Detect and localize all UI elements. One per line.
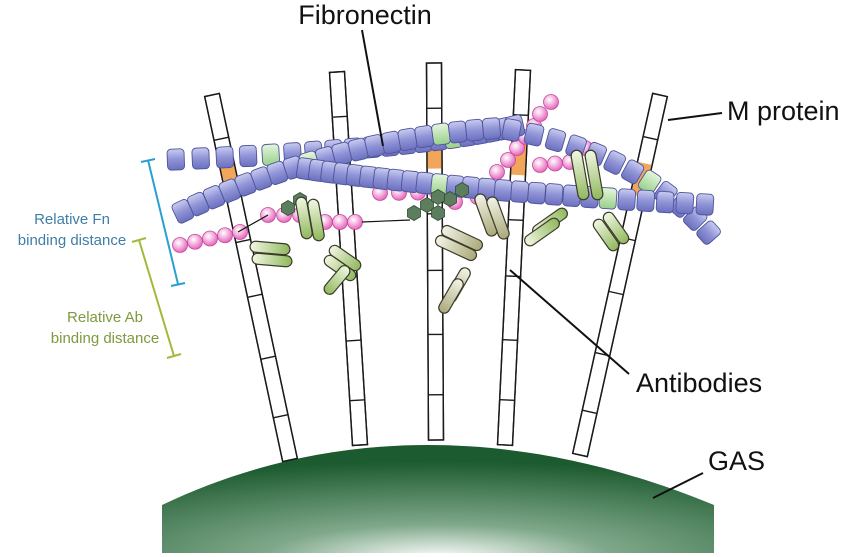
fibronectin-module (523, 122, 545, 147)
callout-lines (361, 29, 723, 499)
fibronectin-module (431, 122, 451, 146)
fibronectin-module (238, 144, 258, 168)
pink-bead (543, 94, 559, 110)
pink-bead (547, 155, 563, 172)
fibronectin-module (191, 147, 210, 170)
ab-distance-label-line1: Relative Ab (67, 309, 143, 326)
m-protein-callout-line (667, 112, 723, 121)
antibody-domain (602, 211, 630, 245)
fibronectin-module (448, 120, 468, 144)
antibody-domain (570, 149, 590, 201)
m-protein-segment (508, 218, 524, 222)
antibody-domain (438, 278, 464, 314)
fibronectin-module (695, 193, 715, 216)
m-protein-segment (349, 399, 365, 402)
fn-distance-label-line2: binding distance (18, 232, 126, 249)
pink-bead (347, 214, 363, 230)
gas-cell (162, 445, 714, 553)
m-protein-segment (582, 409, 598, 415)
gas-callout-line (652, 472, 704, 499)
pink-bead (489, 164, 505, 180)
pink-bead (232, 224, 248, 240)
fibronectin-module (603, 150, 627, 175)
antibodies-callout-line (509, 269, 630, 375)
hexagon (407, 205, 421, 221)
m-protein-segment (608, 290, 624, 296)
m-protein-rod-outline (496, 68, 532, 447)
m-protein-label: M protein (727, 96, 840, 126)
antibody-domain (584, 149, 604, 201)
m-protein-rod (425, 62, 445, 441)
bead-link (237, 214, 269, 233)
m-protein-segment (502, 338, 518, 342)
bead-link (361, 219, 411, 223)
fibronectin-module (675, 191, 695, 215)
m-protein-segment (235, 238, 251, 244)
fibronectin-module (501, 118, 522, 142)
fibronectin-module (621, 159, 645, 185)
pink-bead (332, 214, 348, 230)
fibronectin-module (544, 183, 564, 206)
m-protein-rod-body (425, 62, 445, 441)
fibronectin-label: Fibronectin (298, 0, 432, 30)
fibronectin-module (465, 118, 485, 142)
m-protein-segment (499, 398, 515, 402)
pink-bead (500, 152, 516, 168)
antibody-domain (434, 234, 478, 262)
pink-bead (187, 233, 203, 250)
fn-distance-bracket (140, 158, 186, 287)
fibronectin-module (544, 128, 567, 153)
antibody-domain (524, 217, 560, 247)
fibronectin-strands (166, 114, 721, 245)
pink-bead (217, 227, 233, 244)
fibronectin-callout-line (361, 29, 384, 147)
m-protein-segment (346, 339, 362, 342)
antibody-domain (486, 196, 510, 240)
antibody-domain (251, 252, 293, 268)
m-protein-rod-outline (571, 92, 669, 458)
fn-distance-label-line1: Relative Fn (34, 211, 110, 228)
m-protein-segment (273, 413, 289, 419)
pink-bead (202, 230, 218, 247)
fibronectin-module (636, 189, 656, 213)
fibronectin-module (527, 181, 547, 205)
antibody-domain (307, 198, 325, 242)
fibronectin-module (510, 180, 530, 203)
m-protein-segment (247, 293, 263, 299)
antibodies-label: Antibodies (636, 368, 762, 398)
m-protein-segment (260, 355, 276, 361)
hexagon (443, 191, 457, 207)
ab-distance-bracket (131, 237, 182, 359)
antibody-domain (323, 265, 351, 295)
m-protein-rod-outline (203, 92, 299, 463)
fibronectin-module (166, 148, 186, 171)
antibody-domain (249, 240, 291, 256)
hexagon (281, 200, 295, 216)
hexagon (455, 182, 469, 198)
m-protein-segment (642, 135, 658, 141)
gas-label: GAS (708, 446, 765, 476)
m-protein-segment (213, 136, 229, 142)
pink-bead (532, 106, 548, 122)
hexagon (431, 205, 445, 221)
fibronectin-module (655, 190, 675, 214)
pink-bead (532, 157, 548, 173)
hexagon (431, 189, 445, 205)
fibronectin-module (696, 220, 721, 245)
ab-distance-label-line2: binding distance (51, 330, 159, 347)
fibronectin-module (215, 146, 235, 169)
m-protein-segment (332, 115, 348, 118)
fibronectin-module (482, 117, 501, 140)
pink-bead (172, 237, 188, 253)
hexagon-clusters (281, 182, 469, 221)
antibody-domain (592, 218, 620, 252)
antibody-group (249, 149, 630, 314)
fibronectin-module (617, 188, 637, 211)
m-protein-rod-outline (425, 62, 445, 441)
